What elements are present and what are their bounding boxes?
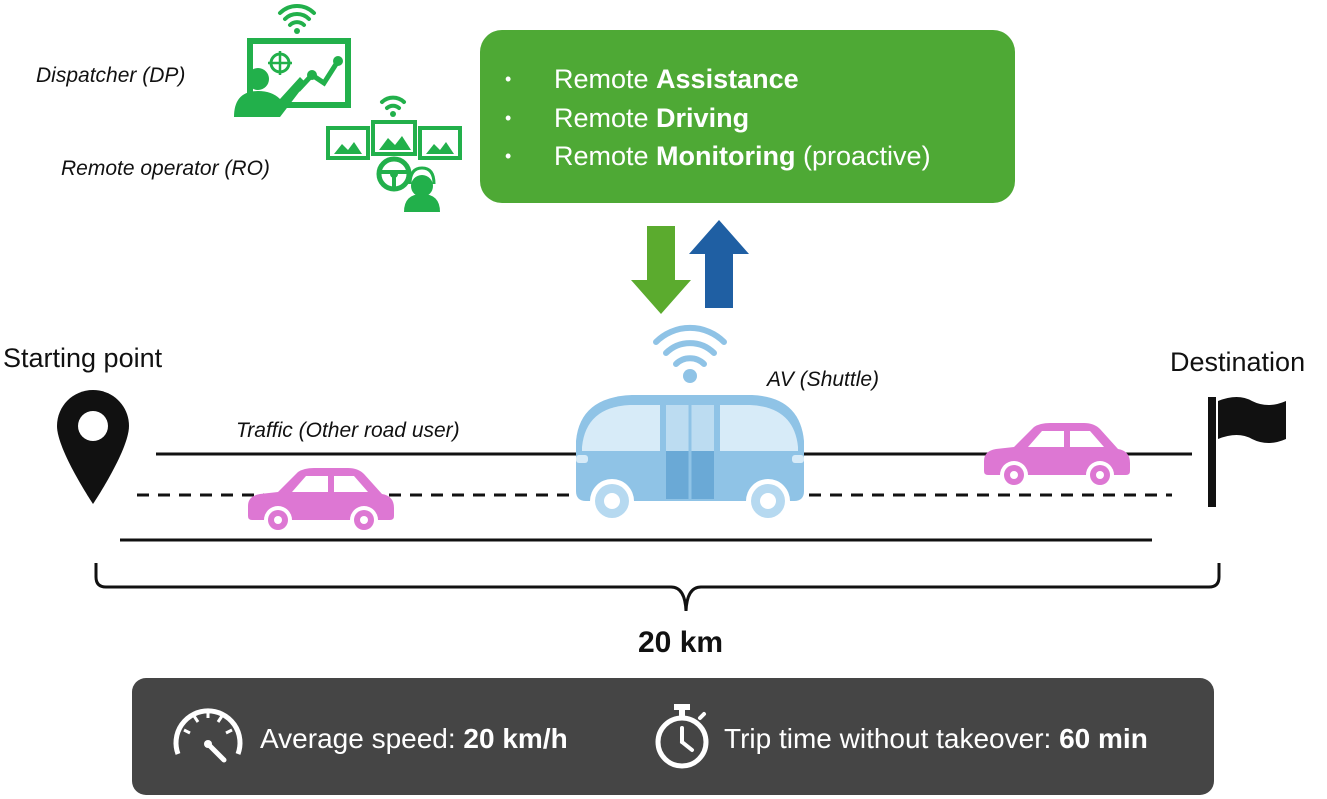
service-item-driving: •Remote Driving — [480, 99, 931, 138]
distance-brace — [94, 563, 1221, 612]
remote-services-list: •Remote Assistance •Remote Driving •Remo… — [480, 60, 931, 176]
service-item-monitoring: •Remote Monitoring (proactive) — [480, 137, 931, 176]
traffic-car-icon — [248, 468, 394, 534]
location-pin-icon — [57, 390, 129, 504]
dispatcher-icon — [234, 3, 351, 117]
traffic-label: Traffic (Other road user) — [236, 419, 460, 442]
trip-time-value: 60 min — [1059, 723, 1148, 754]
remote-services-panel: •Remote Assistance •Remote Driving •Remo… — [480, 30, 1015, 203]
service-item-assistance: •Remote Assistance — [480, 60, 931, 99]
dispatcher-label: Dispatcher (DP) — [36, 64, 186, 87]
wifi-signal-icon — [653, 324, 727, 383]
starting-point-label: Starting point — [3, 343, 163, 373]
uplink-arrow-icon — [689, 220, 749, 308]
speedometer-icon — [173, 708, 243, 763]
remote-operator-label: Remote operator (RO) — [61, 157, 270, 180]
distance-label: 20 km — [638, 626, 724, 659]
destination-label: Destination — [1170, 347, 1306, 377]
av-shuttle-label: AV (Shuttle) — [767, 368, 880, 391]
remote-operator-icon — [326, 95, 462, 212]
bullet-icon: • — [505, 69, 512, 89]
average-speed-label: Average speed: — [260, 723, 464, 754]
bullet-icon: • — [505, 146, 512, 166]
downlink-arrow-icon — [631, 226, 691, 314]
average-speed-value: 20 km/h — [463, 723, 568, 754]
bullet-icon: • — [505, 107, 512, 128]
trip-stats-bar: Average speed: 20 km/h Trip time without… — [132, 678, 1214, 795]
trip-time-text: Trip time without takeover: 60 min — [724, 723, 1148, 755]
destination-flag-icon — [1208, 397, 1286, 507]
traffic-car-icon — [984, 423, 1130, 489]
av-shuttle-icon — [576, 395, 804, 523]
stopwatch-icon — [655, 704, 709, 769]
trip-time-label: Trip time without takeover: — [724, 723, 1060, 754]
average-speed-text: Average speed: 20 km/h — [260, 723, 568, 755]
